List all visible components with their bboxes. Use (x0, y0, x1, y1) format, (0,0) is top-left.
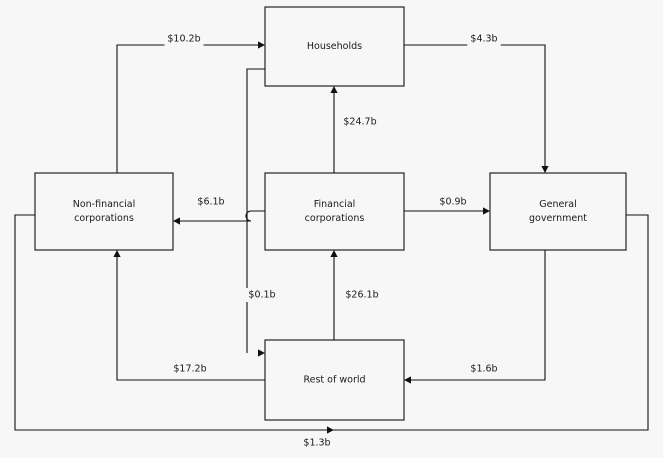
arrow-head-row-to-nfc (113, 250, 121, 257)
flow-label-nfc-to-government: $1.3b (303, 438, 330, 449)
arrow-head-row-to-fincorp (330, 250, 338, 257)
arrow-head-households-to-government (541, 166, 549, 173)
arrow-head-nfc-to-government (327, 426, 334, 434)
flow-label-row-to-fincorp: $26.1b (345, 290, 378, 301)
flow-label-row-to-nfc: $17.2b (173, 364, 206, 375)
flow-label-backdrop-nfc-to-government (300, 436, 334, 450)
flow-line-row-to-nfc (116, 253, 265, 381)
node-label-non_financial_corporations: corporations (74, 213, 134, 224)
flow-label-backdrop-government-to-row (467, 362, 501, 376)
arrow-head-nfc-to-households (258, 41, 265, 49)
node-label-general_government: government (529, 213, 587, 224)
flow-government-to-row: $1.6b (404, 250, 546, 384)
node-label-households: Households (307, 41, 362, 52)
flow-label-backdrop-fincorp-to-households (340, 115, 380, 129)
flow-fincorp-to-government: $0.9b (404, 195, 490, 215)
flow-fincorp-to-households: $24.7b (330, 86, 380, 173)
flow-label-backdrop-row-to-households (245, 288, 279, 302)
flows-layer: $10.2b $4.3b $24.7b $6.1b $0.9b $0.1b $26.1b $1… (14, 32, 649, 450)
node-non_financial_corporations[interactable]: Non-financial corporations (34, 172, 174, 251)
node-label-financial_corporations: corporations (305, 213, 365, 224)
flow-label-row-to-households: $0.1b (248, 290, 275, 301)
flow-households-to-government: $4.3b (404, 32, 549, 173)
flow-label-government-to-row: $1.6b (470, 364, 497, 375)
node-households[interactable]: Households (264, 6, 405, 87)
node-financial_corporations[interactable]: Financial corporations (264, 172, 405, 251)
node-box-financial_corporations[interactable] (264, 172, 405, 251)
node-box-non_financial_corporations[interactable] (34, 172, 174, 251)
flow-label-backdrop-row-to-nfc (170, 362, 210, 376)
flow-label-backdrop-row-to-fincorp (342, 288, 382, 302)
node-box-general_government[interactable] (489, 172, 627, 251)
flow-row-to-fincorp: $26.1b (330, 250, 382, 340)
flow-label-nfc-to-households: $10.2b (167, 34, 200, 45)
flow-nfc-to-government: $1.3b (14, 214, 649, 450)
nodes-layer: HouseholdsNon-financialcorporationsFinan… (34, 6, 627, 421)
arrow-head-fincorp-to-government (483, 207, 490, 215)
arrow-head-fincorp-to-households (330, 86, 338, 93)
node-label-rest_of_world: Rest of world (303, 375, 365, 386)
flow-label-fincorp-to-nfc: $6.1b (197, 197, 224, 208)
flow-label-backdrop-nfc-to-households (164, 32, 204, 46)
flow-line-row-to-households (246, 68, 265, 353)
flow-label-fincorp-to-households: $24.7b (343, 117, 376, 128)
node-label-general_government: General (539, 199, 576, 210)
flow-label-backdrop-fincorp-to-government (436, 195, 470, 209)
flow-label-households-to-government: $4.3b (470, 34, 497, 45)
flow-label-backdrop-households-to-government (467, 32, 501, 46)
node-label-financial_corporations: Financial (314, 199, 356, 210)
arrow-head-fincorp-to-nfc (173, 217, 180, 225)
flow-line-fincorp-to-nfc (176, 210, 265, 222)
flow-fincorp-to-nfc: $6.1b (173, 195, 265, 225)
node-rest_of_world[interactable]: Rest of world (264, 339, 405, 421)
arrow-head-row-to-households (258, 349, 265, 357)
flow-row-to-households: $0.1b (245, 68, 279, 357)
flow-line-households-to-government (404, 44, 546, 170)
arrow-head-government-to-row (404, 376, 411, 384)
node-general_government[interactable]: General government (489, 172, 627, 251)
flow-line-government-to-row (407, 250, 546, 381)
flow-label-backdrop-fincorp-to-nfc (194, 195, 228, 209)
flow-line-nfc-to-households (116, 44, 262, 173)
node-label-non_financial_corporations: Non-financial (73, 199, 136, 210)
flow-row-to-nfc: $17.2b (113, 250, 265, 381)
flow-nfc-to-households: $10.2b (116, 32, 265, 173)
node-box-rest_of_world[interactable] (264, 339, 405, 421)
flow-label-fincorp-to-government: $0.9b (439, 197, 466, 208)
node-box-households[interactable] (264, 6, 405, 87)
